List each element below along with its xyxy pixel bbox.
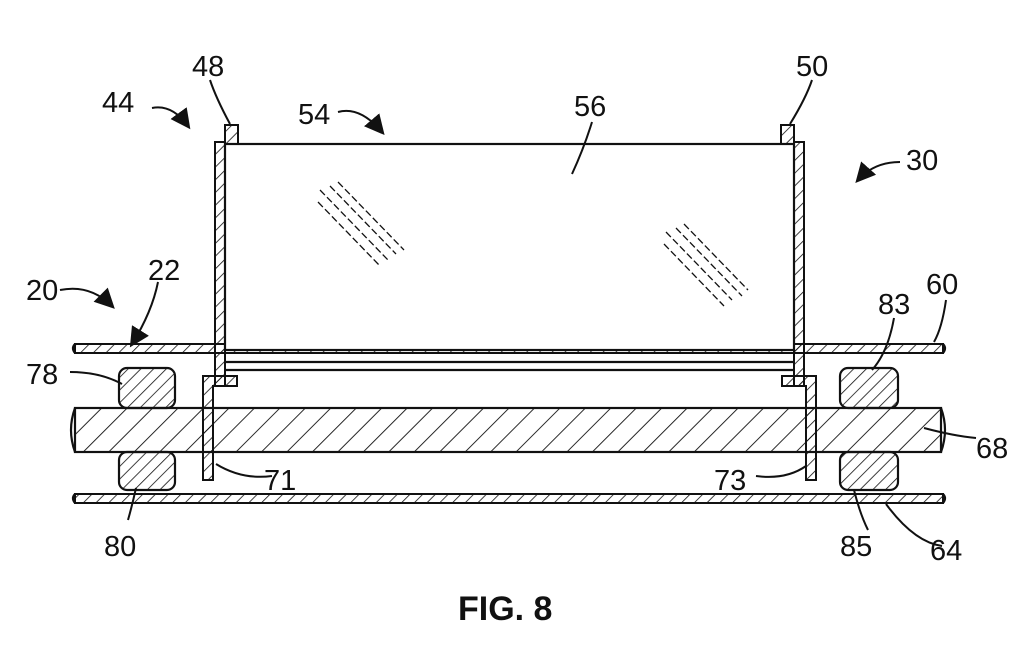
- seal-83: [840, 368, 898, 408]
- label-48: 48: [192, 51, 224, 83]
- seal-85: [840, 452, 898, 490]
- figure-caption: FIG. 8: [458, 590, 552, 628]
- seal-78: [119, 368, 175, 408]
- label-80: 80: [104, 531, 136, 563]
- label-78: 78: [26, 359, 58, 391]
- label-85: 85: [840, 531, 872, 563]
- label-54: 54: [298, 99, 330, 131]
- label-73: 73: [714, 465, 746, 497]
- label-22: 22: [148, 255, 180, 287]
- label-64: 64: [930, 535, 962, 567]
- seal-80: [119, 452, 175, 490]
- label-60: 60: [926, 269, 958, 301]
- label-71: 71: [264, 465, 296, 497]
- label-50: 50: [796, 51, 828, 83]
- glass-panel: [225, 144, 794, 370]
- label-83: 83: [878, 289, 910, 321]
- label-44: 44: [102, 87, 134, 119]
- label-30: 30: [906, 145, 938, 177]
- lower-plate: [73, 494, 945, 503]
- label-20: 20: [26, 275, 58, 307]
- label-56: 56: [574, 91, 606, 123]
- label-68: 68: [976, 433, 1008, 465]
